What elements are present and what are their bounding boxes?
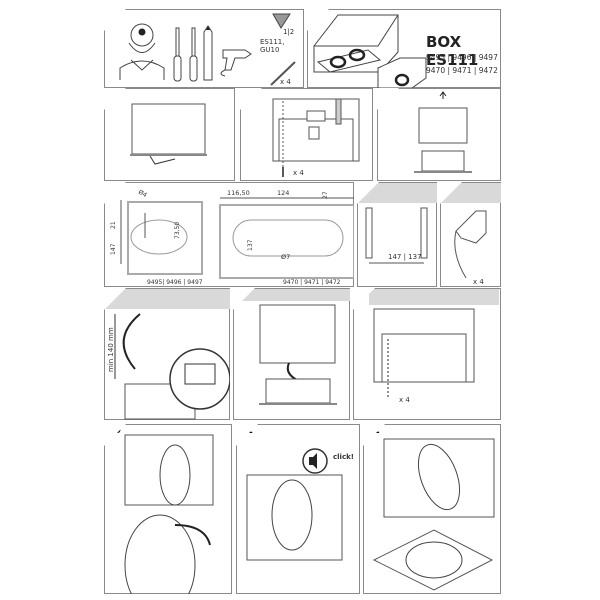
dim-hole-double: Ø7 <box>281 253 290 261</box>
screwdriver-flat-icon <box>173 25 213 82</box>
click-callout: click! <box>333 453 354 461</box>
insert-module-drawing <box>234 289 350 405</box>
dim-a: 116,50 <box>227 189 250 197</box>
step-6-panel: 6 x 4 <box>440 182 501 287</box>
dim-top-single: 21 <box>110 221 117 229</box>
dim-center-single: 73,50 <box>174 222 181 239</box>
step-1-panel: 1 <box>104 88 235 181</box>
product-title: BOX ES111 <box>426 33 479 69</box>
fasten-screws-drawing <box>369 289 499 399</box>
step-number: 7 <box>107 289 114 300</box>
dim-side-single: 147 <box>110 243 117 255</box>
drill-icon <box>220 49 252 77</box>
ceiling-cutout-drawing <box>130 103 207 165</box>
step-number: 4 <box>107 183 114 194</box>
step-8-panel: 8 <box>233 288 350 420</box>
wiring-drawing: min 140 mm <box>105 289 230 420</box>
step-10-panel: 10 <box>104 424 232 594</box>
step-number: 3 <box>380 89 387 100</box>
step-11-panel: 11 click! <box>236 424 360 594</box>
models-double: 9470 | 9471 | 9472 <box>283 279 341 286</box>
tools-panel: 1|2 ES111, GU10 x 4 <box>104 9 304 88</box>
screws-count: x 4 <box>280 78 291 86</box>
step-9-panel: 9 x 4 <box>353 288 501 420</box>
step-5-panel: 5 147 | 137 <box>357 182 437 287</box>
product-codes-row1: 9495 | 9496 | 9497 <box>426 53 498 62</box>
models-single: 9495| 9496 | 9497 <box>147 279 203 286</box>
step-number: 9 <box>356 289 363 300</box>
screw-icon <box>270 61 296 86</box>
step-7-panel: 7 min 140 mm <box>104 288 230 420</box>
pull-out-module-drawing <box>414 91 472 173</box>
snap-lamp-drawing <box>246 448 343 561</box>
step-number: 6 <box>443 183 450 194</box>
step-6-note: x 4 <box>473 278 484 286</box>
step-number: 8 <box>236 289 243 300</box>
connect-lamp-drawing <box>124 434 214 594</box>
mounting-rails-drawing <box>358 183 437 264</box>
step-2-panel: 2 x 4 <box>240 88 373 181</box>
lamp-count: 1|2 <box>283 28 295 36</box>
cutout-dimensions-double: 116,50 124 27 137 Ø7 9470 | 9471 | 9472 <box>219 189 354 286</box>
lamp-bulb-icon <box>272 13 291 29</box>
finished-fixture-drawing <box>372 438 495 591</box>
step-3-panel: 3 <box>377 88 501 181</box>
cutout-dimensions-single: Ø4 21 147 73,50 9495| 9496 | 9497 <box>110 189 203 286</box>
dim-hole-single: Ø4 <box>137 189 148 199</box>
remove-screws-drawing <box>272 98 360 177</box>
step-number: 1 <box>107 89 114 100</box>
product-codes-row2: 9470 | 9471 | 9472 <box>426 66 498 75</box>
step-4-panel: 4 Ø4 21 147 73,50 9495| 9496 | 9497 116,… <box>104 182 354 287</box>
installer-icon <box>119 23 165 80</box>
step-9-note: x 4 <box>399 396 410 404</box>
rail-distance: 147 | 137 <box>388 253 422 261</box>
lamp-types: ES111, GU10 <box>260 38 285 54</box>
drill-holes-drawing <box>441 183 501 279</box>
dim-height: 137 <box>247 239 254 251</box>
dim-c: 27 <box>322 191 329 199</box>
step-2-note: x 4 <box>293 169 304 177</box>
min-height-label: min 140 mm <box>107 327 115 372</box>
dim-b: 124 <box>277 189 289 197</box>
step-number: 2 <box>243 89 250 100</box>
product-panel: BOX ES111 9495 | 9496 | 9497 9470 | 9471… <box>307 9 501 88</box>
fixture-drawing <box>313 14 427 88</box>
step-number: 5 <box>360 183 367 194</box>
step-12-panel: 12 <box>363 424 501 594</box>
